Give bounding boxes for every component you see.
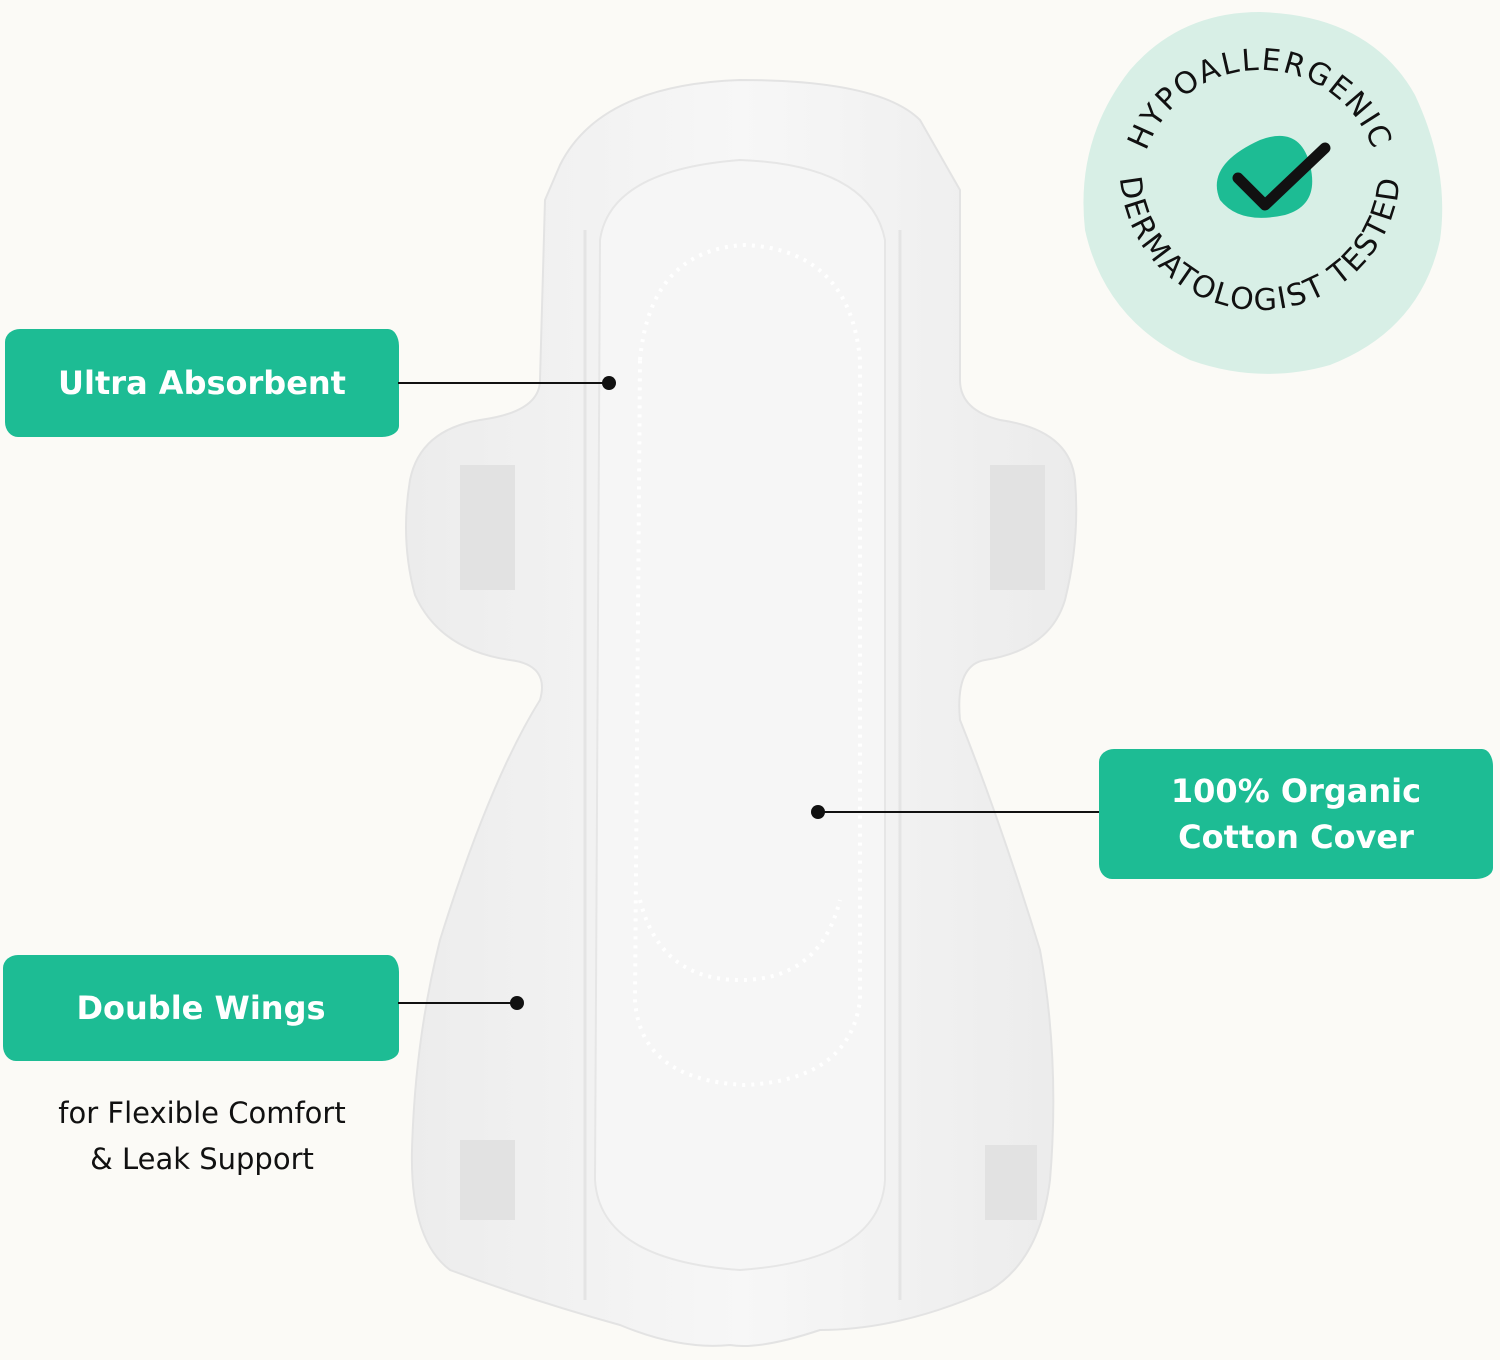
ultra-absorbent-label: Ultra Absorbent (6, 330, 398, 436)
organic-cotton-connector (818, 811, 1102, 813)
ultra-absorbent-dot (602, 376, 616, 390)
checkmark-icon (1232, 142, 1331, 211)
ultra-absorbent-text: Ultra Absorbent (58, 364, 346, 402)
ultra-absorbent-connector (398, 382, 608, 384)
double-wings-text: Double Wings (76, 989, 326, 1027)
organic-cotton-line1: 100% Organic (1170, 772, 1422, 810)
double-wings-subtext-line1: for Flexible Comfort (58, 1096, 346, 1130)
hypoallergenic-badge: HYPOALLERGENIC DERMATOLOGIST TESTED (1070, 0, 1450, 380)
double-wings-subtext-line2: & Leak Support (90, 1142, 314, 1176)
double-wings-label: Double Wings (4, 956, 398, 1060)
badge-blob-icon (1216, 135, 1313, 218)
organic-cotton-label: 100% Organic Cotton Cover (1100, 750, 1492, 878)
double-wings-subtext: for Flexible Comfort & Leak Support (0, 1090, 404, 1182)
double-wings-dot (510, 996, 524, 1010)
organic-cotton-dot (811, 805, 825, 819)
double-wings-connector (398, 1002, 516, 1004)
organic-cotton-line2: Cotton Cover (1178, 818, 1414, 856)
